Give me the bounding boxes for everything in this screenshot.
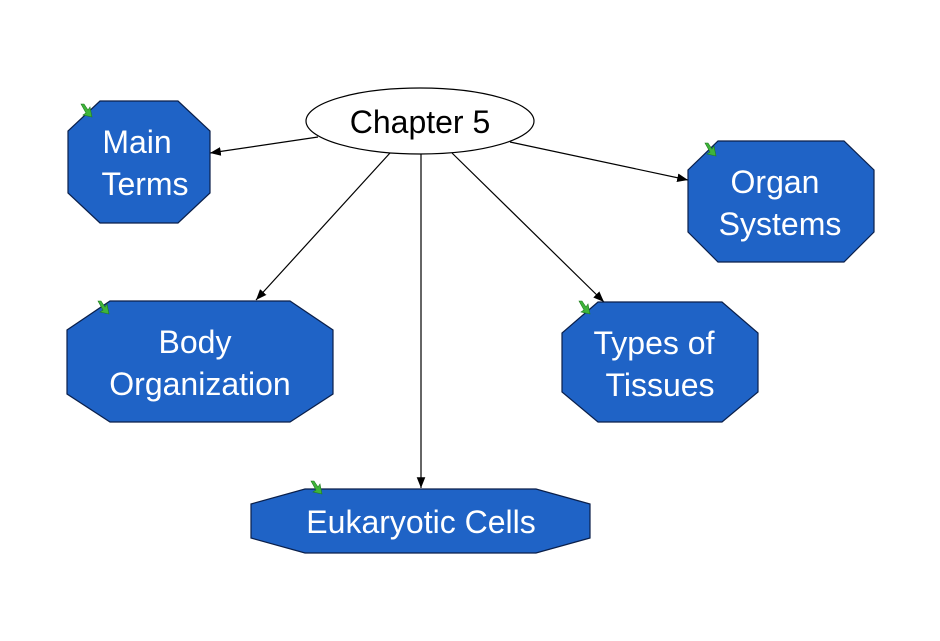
hyperlink-arrow-icon[interactable] — [310, 480, 323, 495]
node-main-terms[interactable]: Main Terms — [67, 100, 211, 224]
hyperlink-arrow-icon[interactable] — [80, 103, 93, 118]
node-body-organization-label-line-2: Organization — [109, 366, 290, 402]
node-types-of-tissues-label-line-1: Types of — [594, 325, 715, 361]
edge-root-main-terms — [209, 136, 319, 156]
root-node-label: Chapter 5 — [350, 104, 491, 140]
node-organ-systems-label-line-1: Organ — [731, 164, 820, 200]
node-eukaryotic-cells[interactable]: Eukaryotic Cells — [250, 480, 591, 554]
node-main-terms-label-line-2: Terms — [101, 166, 188, 202]
edge-root-body-organization — [255, 152, 391, 301]
edge-root-organ-systems — [509, 141, 689, 182]
hyperlink-arrow-icon[interactable] — [97, 300, 110, 315]
node-organ-systems[interactable]: Organ Systems — [687, 140, 875, 263]
node-main-terms-label-line-1: Main — [102, 124, 171, 160]
node-body-organization[interactable]: Body Organization — [66, 300, 334, 423]
hyperlink-arrow-icon[interactable] — [704, 142, 717, 157]
node-organ-systems-label-line-2: Systems — [719, 206, 842, 242]
node-body-organization-label-line-1: Body — [159, 324, 232, 360]
edge-root-types-of-tissues — [451, 152, 605, 303]
node-eukaryotic-cells-label: Eukaryotic Cells — [306, 504, 535, 540]
node-types-of-tissues-label-line-2: Tissues — [605, 367, 714, 403]
edges — [209, 136, 689, 488]
root-node: Chapter 5 — [305, 87, 535, 155]
hyperlink-arrow-icon[interactable] — [578, 300, 591, 315]
node-types-of-tissues[interactable]: Types of Tissues — [561, 300, 759, 423]
